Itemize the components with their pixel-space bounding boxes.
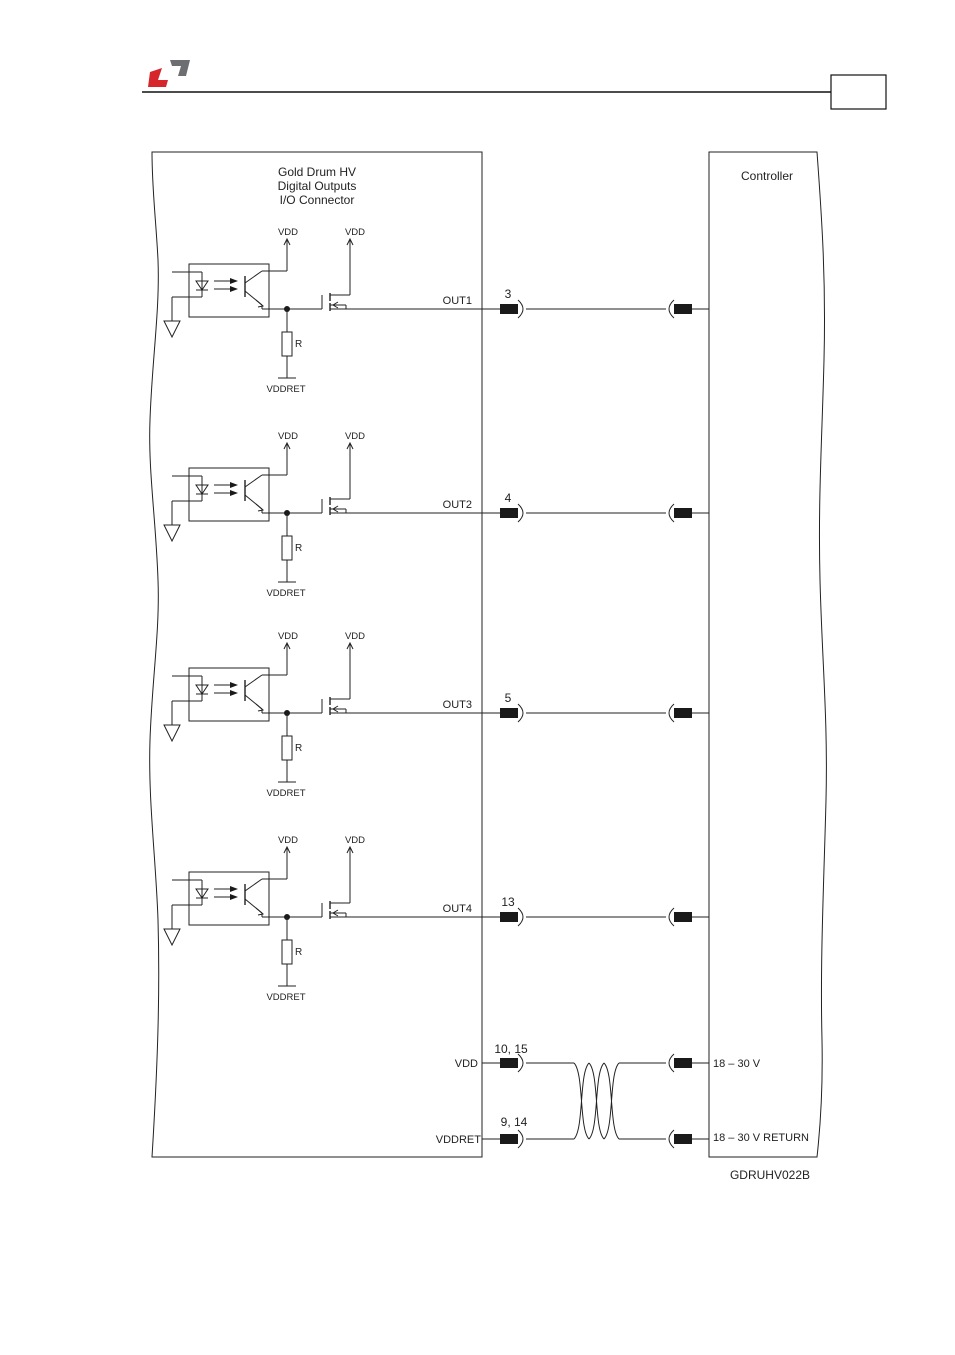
controller-return-label: 18 – 30 V RETURN	[713, 1132, 809, 1144]
drive-connector-socket	[518, 908, 523, 926]
controller-connector-pin	[674, 1134, 692, 1144]
drive-connector-socket	[518, 704, 523, 722]
drive-connector-pin	[500, 508, 518, 518]
controller-panel	[709, 152, 826, 1157]
controller-connector-socket	[669, 908, 674, 926]
vdd-label: VDD	[345, 431, 365, 442]
vdd-label: VDD	[278, 227, 298, 238]
light-arrow-icon	[230, 690, 238, 696]
controller-connector-socket	[669, 504, 674, 522]
resistor-label: R	[295, 743, 302, 754]
resistor-label: R	[295, 947, 302, 958]
light-arrow-icon	[230, 482, 238, 488]
ground-icon	[164, 725, 180, 741]
resistor	[282, 736, 292, 760]
supply-vddret-pins: 9, 14	[501, 1115, 528, 1129]
vddret-label: VDDRET	[266, 788, 305, 799]
twisted-pair-icon	[574, 1063, 619, 1139]
drive-panel	[150, 152, 482, 1157]
drive-connector-socket	[518, 300, 523, 318]
pin-number: 13	[501, 895, 515, 909]
supply-vddret-label: VDDRET	[436, 1134, 482, 1146]
resistor	[282, 536, 292, 560]
light-arrow-icon	[230, 286, 238, 292]
resistor	[282, 332, 292, 356]
drive-title-line-1: Gold Drum HV	[278, 165, 356, 179]
drive-connector-socket	[518, 1130, 523, 1148]
resistor-label: R	[295, 543, 302, 554]
controller-connector-socket	[669, 300, 674, 318]
phototransistor-icon	[245, 879, 262, 891]
pin-number: 5	[505, 691, 512, 705]
company-logo	[148, 60, 190, 87]
light-arrow-icon	[230, 490, 238, 496]
controller-connector-pin	[674, 1058, 692, 1068]
drive-connector-pin	[500, 304, 518, 314]
supply-vdd-label: VDD	[455, 1058, 478, 1070]
output-channel-1: VDD R VDDRET VDD OUT1 3	[164, 227, 709, 395]
output-channel-4: VDD R VDDRET VDD OUT4 13	[164, 835, 709, 1003]
output-channel-2: VDD R VDDRET VDD OUT2 4	[164, 431, 709, 599]
pin-number: 4	[505, 491, 512, 505]
ground-icon	[164, 929, 180, 945]
phototransistor-icon	[245, 475, 262, 487]
light-arrow-icon	[230, 682, 238, 688]
resistor-label: R	[295, 339, 302, 350]
vdd-label: VDD	[345, 227, 365, 238]
controller-connector-pin	[674, 304, 692, 314]
controller-connector-pin	[674, 508, 692, 518]
controller-vdd-label: 18 – 30 V	[713, 1058, 761, 1070]
output-label: OUT3	[443, 699, 472, 711]
page-number-box	[831, 75, 886, 109]
drive-connector-pin	[500, 912, 518, 922]
drive-connector-pin	[500, 1134, 518, 1144]
controller-connector-socket	[669, 704, 674, 722]
vdd-label: VDD	[278, 631, 298, 642]
vddret-label: VDDRET	[266, 384, 305, 395]
drive-title-line-2: Digital Outputs	[278, 179, 357, 193]
ground-icon	[164, 321, 180, 337]
resistor	[282, 940, 292, 964]
controller-connector-pin	[674, 912, 692, 922]
vdd-label: VDD	[278, 835, 298, 846]
controller-connector-pin	[674, 708, 692, 718]
drive-connector-socket	[518, 504, 523, 522]
vdd-label: VDD	[278, 431, 298, 442]
phototransistor-icon	[245, 271, 262, 283]
drive-connector-pin	[500, 1058, 518, 1068]
ground-icon	[164, 525, 180, 541]
vddret-label: VDDRET	[266, 992, 305, 1003]
figure-id: GDRUHV022B	[730, 1168, 810, 1182]
pin-number: 3	[505, 287, 512, 301]
supply-vdd-pins: 10, 15	[494, 1042, 528, 1056]
vdd-label: VDD	[345, 835, 365, 846]
supply-section: VDD 10, 15 VDDRET 9, 14 18 – 30 V 18 – 3…	[436, 1042, 809, 1148]
vddret-label: VDDRET	[266, 588, 305, 599]
vdd-label: VDD	[345, 631, 365, 642]
output-label: OUT1	[443, 295, 472, 307]
controller-connector-socket	[669, 1054, 674, 1072]
drive-connector-socket	[518, 1054, 523, 1072]
controller-title: Controller	[741, 169, 793, 183]
output-label: OUT4	[443, 903, 472, 915]
drive-connector-pin	[500, 708, 518, 718]
light-arrow-icon	[230, 886, 238, 892]
light-arrow-icon	[230, 278, 238, 284]
output-label: OUT2	[443, 499, 472, 511]
controller-connector-socket	[669, 1130, 674, 1148]
light-arrow-icon	[230, 894, 238, 900]
output-channel-3: VDD R VDDRET VDD OUT3 5	[164, 631, 709, 799]
phototransistor-icon	[245, 675, 262, 687]
drive-title-line-3: I/O Connector	[280, 193, 355, 207]
